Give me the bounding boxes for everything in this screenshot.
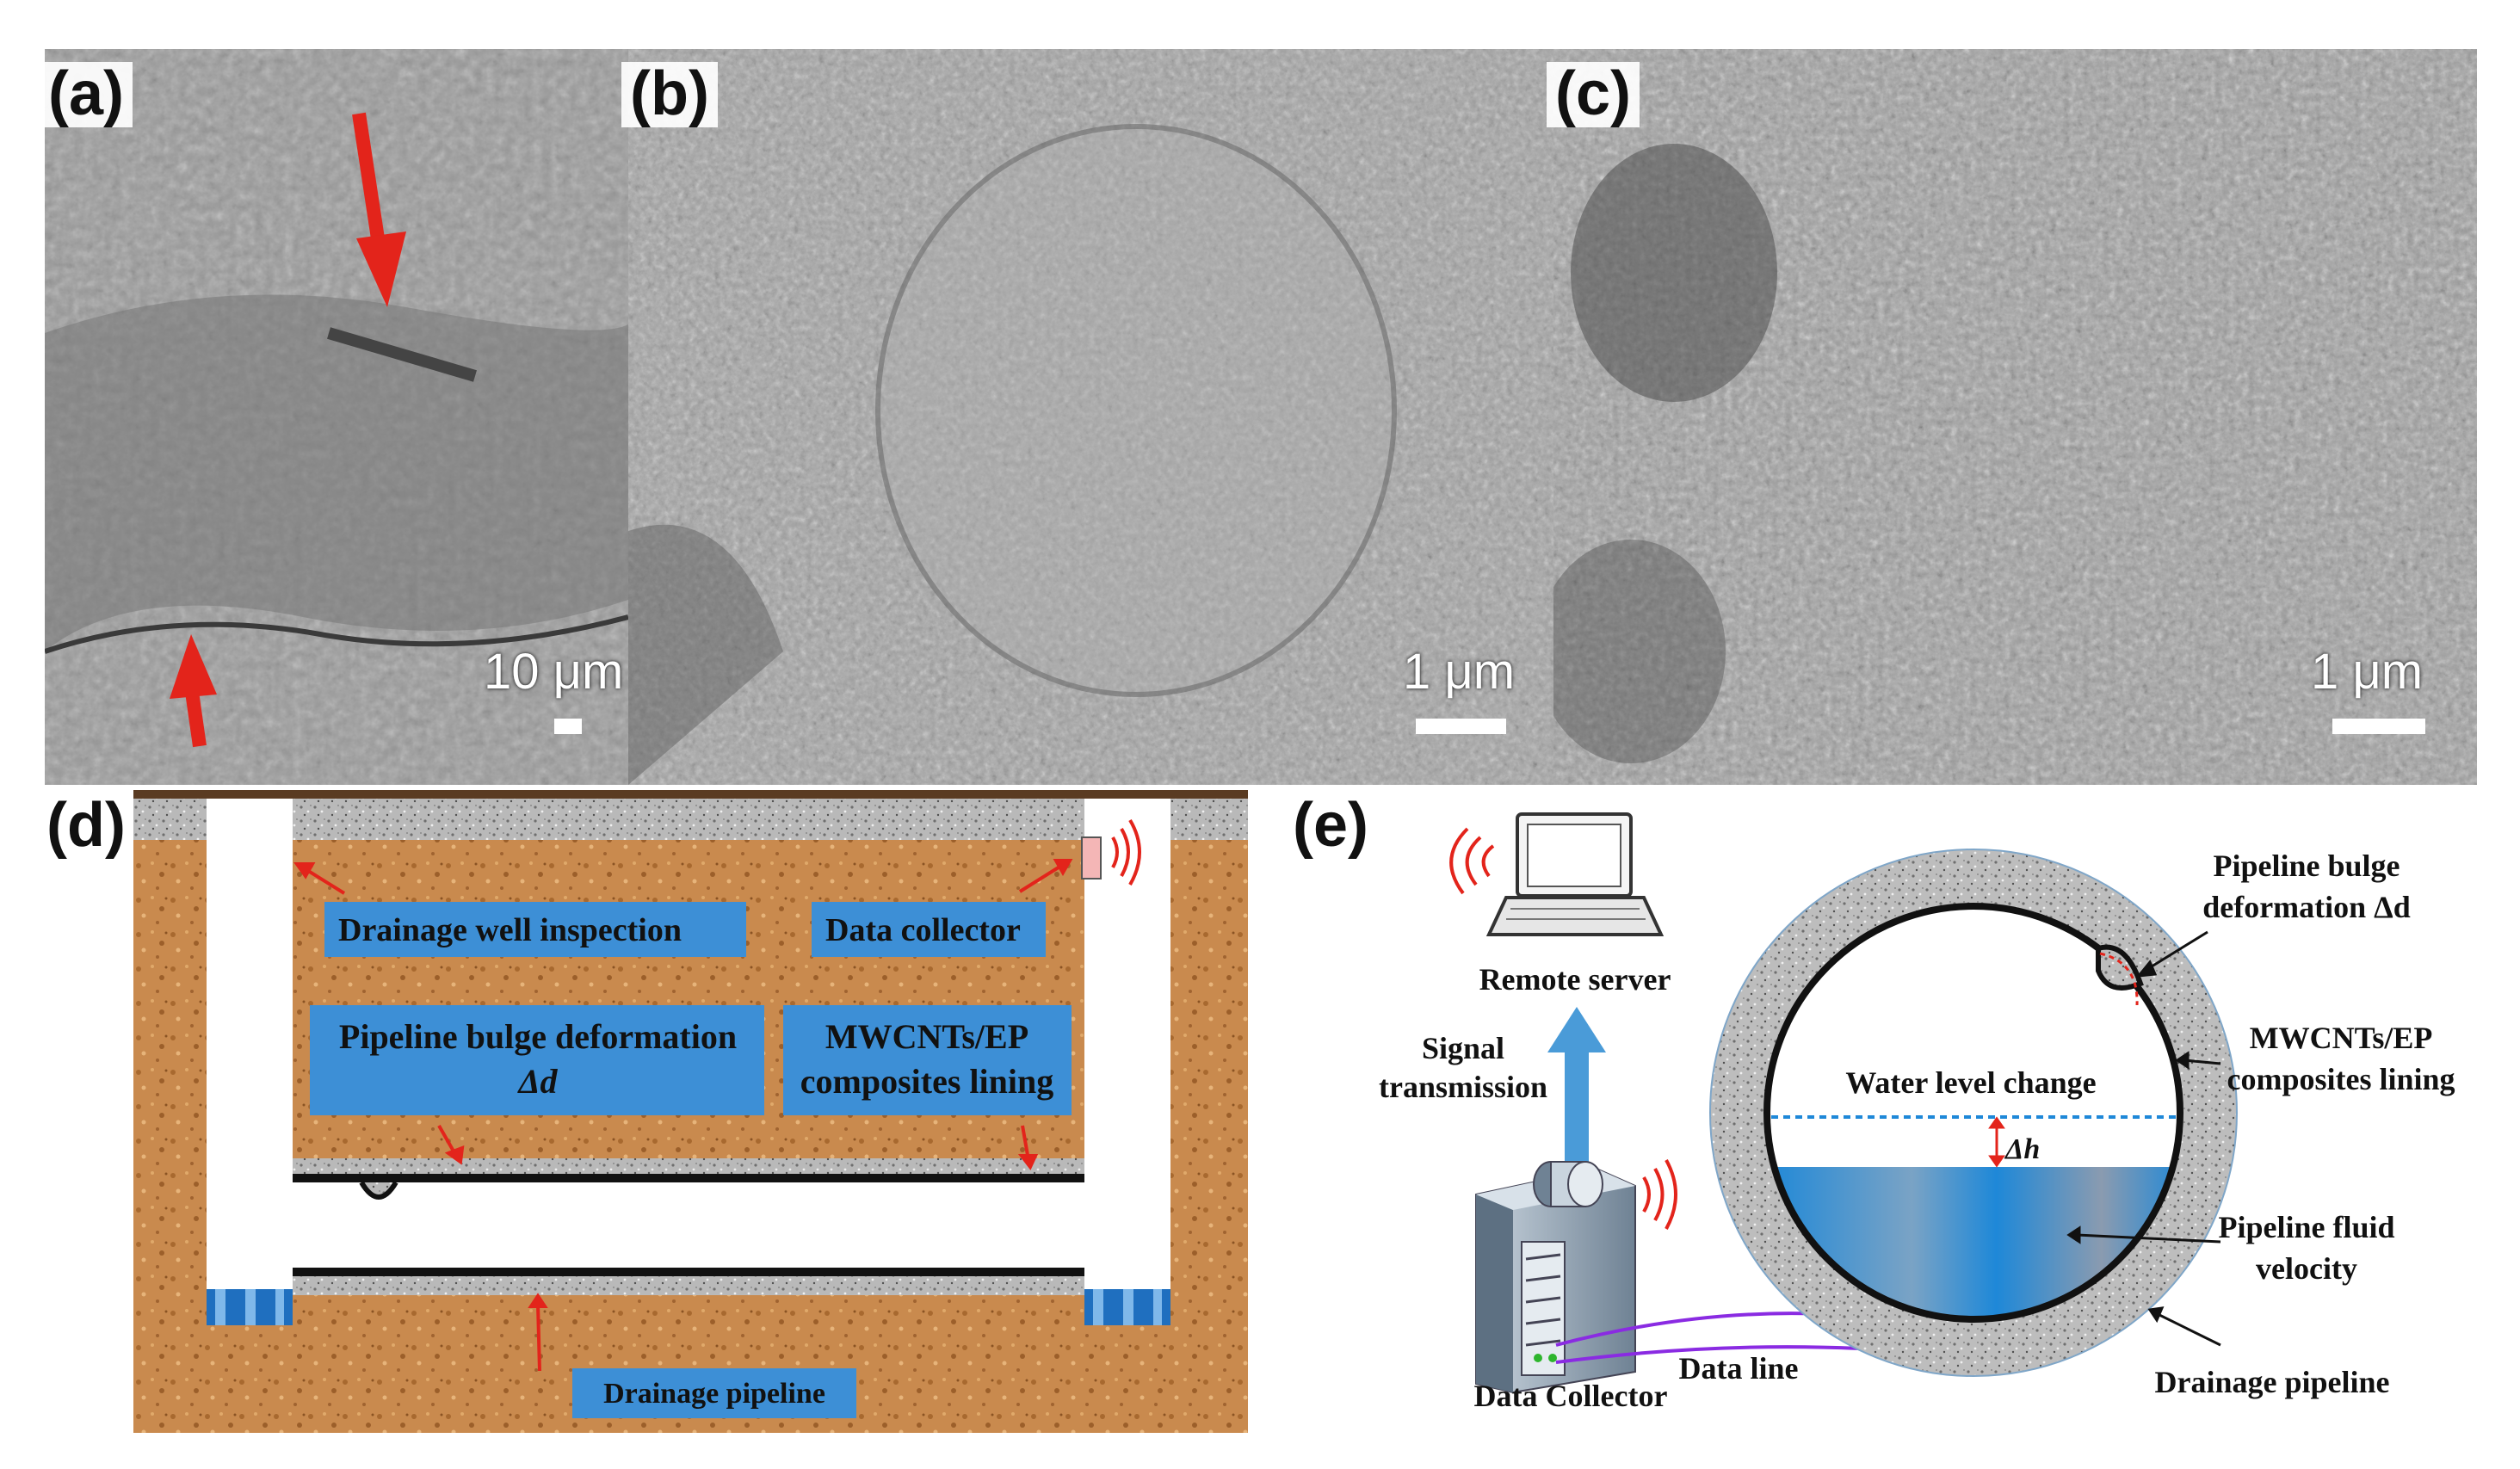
signal-label-2: transmission xyxy=(1379,1070,1547,1104)
scale-label-b: 1 μm xyxy=(1403,644,1516,700)
red-arrow-top xyxy=(352,112,406,307)
panel-label-e: (e) xyxy=(1293,791,1368,860)
data-line-label: Data line xyxy=(1679,1351,1799,1386)
svg-text:Drainage pipeline: Drainage pipeline xyxy=(603,1378,825,1410)
data-collector-server-icon xyxy=(1475,1161,1636,1394)
scale-bar-b xyxy=(1416,719,1506,734)
bottom-pipe-wall xyxy=(293,1268,1084,1276)
bulge-deformation xyxy=(359,1181,398,1200)
remote-server-label: Remote server xyxy=(1479,962,1671,997)
sem-panel-b: 1 μm xyxy=(628,49,1553,785)
label-data-collector: Data collector xyxy=(812,902,1046,957)
label-lining: MWCNTs/EP composites lining xyxy=(783,1005,1072,1115)
svg-text:composites lining: composites lining xyxy=(800,1062,1053,1101)
scale-label-a: 10 μm xyxy=(484,644,624,700)
drainage-pipeline-label-e: Drainage pipeline xyxy=(2154,1365,2389,1399)
laptop-signal-icon xyxy=(1449,827,1495,895)
water-left-well xyxy=(207,1289,293,1325)
svg-text:Δd: Δd xyxy=(516,1062,558,1101)
laptop-icon xyxy=(1485,812,1665,936)
delta-h-arrow xyxy=(1988,1116,2005,1168)
signal-label-1: Signal xyxy=(1422,1031,1504,1065)
lining-label-e-2: composites lining xyxy=(2227,1062,2455,1096)
sem-panel-a: 10 μm xyxy=(45,49,628,785)
fluid-label-e-2: velocity xyxy=(2256,1251,2357,1286)
arrows-e xyxy=(2066,930,2221,1347)
water-level-label: Water level change xyxy=(1845,1065,2096,1100)
scale-bar-a xyxy=(554,719,582,734)
svg-text:Pipeline bulge deformation: Pipeline bulge deformation xyxy=(339,1017,737,1056)
red-arrow-bottom xyxy=(170,634,217,748)
data-collector-label: Data Collector xyxy=(1474,1379,1668,1413)
scale-label-c: 1 μm xyxy=(2311,644,2424,700)
fluid-label-e-1: Pipeline fluid xyxy=(2218,1210,2394,1244)
bulge-label-e-2: deformation Δd xyxy=(2202,890,2411,924)
panel-label-b: (b) xyxy=(621,61,718,127)
water-right-well xyxy=(1084,1289,1170,1325)
pipe-cross-section xyxy=(1709,849,2238,1377)
sem-image-b xyxy=(628,49,1553,785)
top-pipe-wall xyxy=(293,1174,1084,1182)
top-lining xyxy=(293,1158,1084,1174)
bulge-label-e-1: Pipeline bulge xyxy=(2213,849,2400,883)
pipeline-cross-section-diagram: Drainage well inspection Data collector … xyxy=(133,790,1248,1433)
panel-label-d: (d) xyxy=(46,791,126,860)
delta-h-label: Δh xyxy=(2004,1133,2040,1165)
svg-text:Drainage well inspection: Drainage well inspection xyxy=(338,912,682,948)
inspection-well-left xyxy=(207,799,293,1289)
pavement-layer xyxy=(133,799,1248,840)
panel-label-c: (c) xyxy=(1547,61,1640,127)
arrows-d xyxy=(293,859,1073,1372)
label-pipeline-bulge: Pipeline bulge deformation Δd xyxy=(310,1005,764,1115)
bottom-lining xyxy=(293,1276,1084,1295)
collector-signal-icon xyxy=(1642,1159,1677,1230)
svg-text:MWCNTs/EP: MWCNTs/EP xyxy=(825,1017,1028,1056)
label-drainage-well-inspection: Drainage well inspection xyxy=(324,902,746,957)
wireless-signal-icon xyxy=(1111,818,1141,886)
inspection-well-right xyxy=(1084,799,1170,1289)
sem-image-c xyxy=(1553,49,2477,785)
sem-image-a xyxy=(45,49,628,785)
data-collector-device xyxy=(1081,836,1102,880)
sem-panel-c: 1 μm xyxy=(1553,49,2477,785)
panel-label-a: (a) xyxy=(40,61,133,127)
svg-text:Data collector: Data collector xyxy=(825,912,1021,948)
lining-label-e-1: MWCNTs/EP xyxy=(2250,1021,2433,1055)
surface-layer xyxy=(133,790,1248,799)
monitoring-system-diagram: Remote server Signal transmission Data C… xyxy=(1379,812,2455,1413)
scale-bar-c xyxy=(2332,719,2425,734)
label-drainage-pipeline-d: Drainage pipeline xyxy=(572,1368,856,1418)
